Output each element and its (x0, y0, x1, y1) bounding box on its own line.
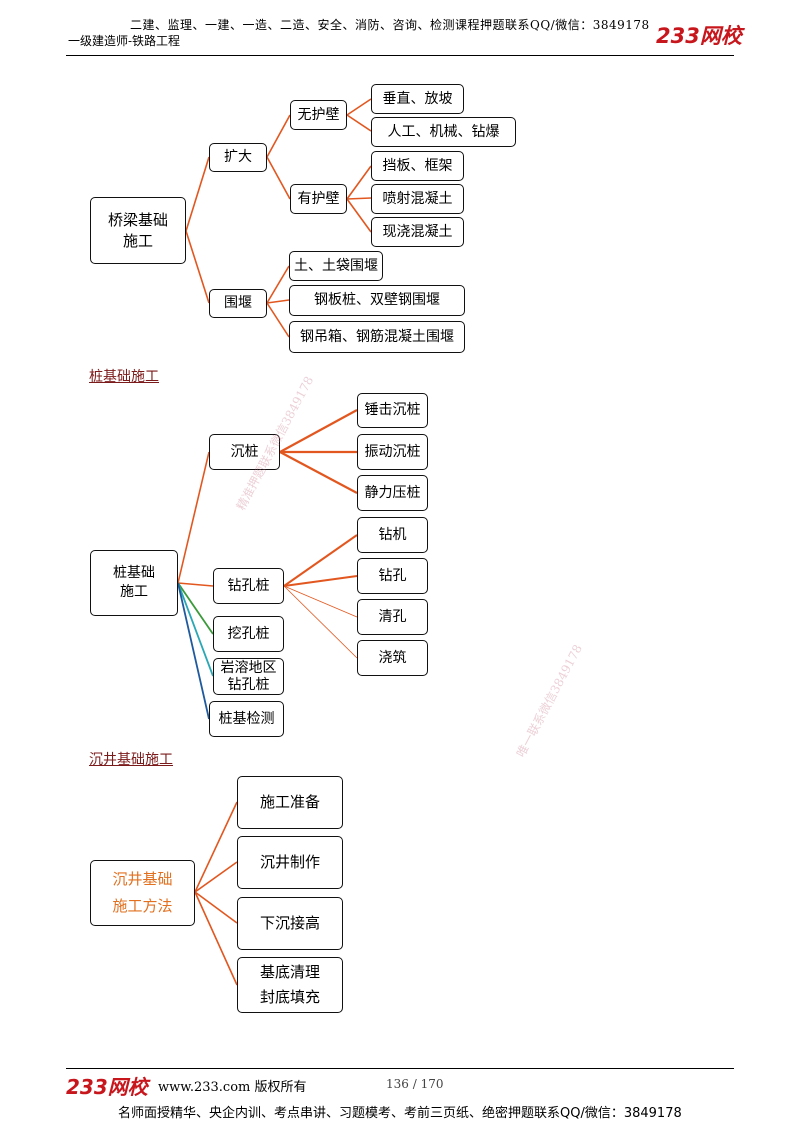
connector (266, 156, 291, 200)
connector (346, 114, 372, 132)
connector (346, 98, 372, 116)
node-wuhubi: 无护壁 (290, 100, 347, 130)
node-label: 钻孔桩 (227, 676, 270, 693)
connector (177, 582, 210, 720)
node-bridge-foundation-root: 桥梁基础 施工 (90, 197, 186, 264)
node-caisson-child: 施工准备 (237, 776, 343, 829)
section-title-pile-foundation: 桩基础施工 (89, 369, 159, 385)
node-caisson-root: 沉井基础 施工方法 (90, 860, 195, 926)
connector (194, 801, 238, 893)
node-chenzhuang-child: 锤击沉桩 (357, 393, 428, 428)
node-caisson-child: 下沉接高 (237, 897, 343, 950)
node-label: 桥梁基础 (107, 211, 168, 230)
connector (185, 230, 210, 304)
node-label: 封底填充 (259, 988, 320, 1006)
node-wakongzhuang: 挖孔桩 (213, 616, 284, 652)
connector (266, 265, 290, 304)
node-label: 桩基础 (113, 565, 155, 582)
connector (283, 575, 358, 587)
header-divider (66, 55, 734, 56)
node-chenzhuang-child: 静力压桩 (357, 475, 428, 511)
section-title-caisson-foundation: 沉井基础施工 (89, 752, 173, 768)
footer-logo: 233网校 (66, 1075, 148, 1099)
connector (194, 891, 238, 986)
node-yanrong: 岩溶地区 钻孔桩 (213, 658, 284, 695)
node-zuankongzhuang: 钻孔桩 (213, 568, 284, 604)
connector (194, 891, 238, 924)
connector (266, 302, 290, 338)
node-caisson-child: 沉井制作 (237, 836, 343, 889)
connector (283, 534, 358, 587)
footer-divider (66, 1068, 734, 1069)
page-number: 136 / 170 (386, 1077, 444, 1091)
connector (279, 409, 358, 453)
connector (266, 299, 290, 304)
node-caisson-child: 基底清理 封底填充 (237, 957, 343, 1013)
node-label: 施工 (122, 231, 153, 250)
node-jiance: 桩基检测 (209, 701, 284, 737)
node-zuankong-child: 浇筑 (357, 640, 428, 676)
connector (185, 156, 210, 232)
footer-site: www.233.com 版权所有 (158, 1080, 307, 1095)
node-weiyan-child: 钢吊箱、钢筋混凝土围堰 (289, 321, 465, 353)
connector (279, 451, 358, 494)
header-subject: 一级建造师-铁路工程 (68, 34, 181, 48)
node-label: 沉井基础 (112, 870, 173, 888)
node-weiyan: 围堰 (209, 289, 267, 318)
connector (177, 582, 214, 587)
node-youhubi-child: 喷射混凝土 (371, 184, 464, 214)
connector (346, 198, 372, 233)
node-weiyan-child: 土、土袋围堰 (289, 251, 383, 281)
node-zuankong-child: 钻孔 (357, 558, 428, 594)
connector (177, 582, 214, 677)
connector (266, 114, 291, 158)
header-logo: 233网校 (656, 24, 742, 48)
node-weiyan-child: 钢板桩、双壁钢围堰 (289, 285, 465, 316)
node-label: 基底清理 (259, 962, 320, 981)
connector (177, 582, 214, 635)
connector (283, 585, 358, 618)
header-contact-line: 二建、监理、一建、一造、二造、安全、消防、咨询、检测课程押题联系QQ/微信：38… (130, 18, 650, 32)
node-kuoda: 扩大 (209, 143, 267, 172)
connector (346, 197, 372, 200)
connector (283, 585, 358, 659)
connector (177, 451, 210, 584)
node-wuhubi-child: 垂直、放坡 (371, 84, 464, 114)
connector (194, 861, 238, 893)
node-pile-foundation-root: 桩基础 施工 (90, 550, 178, 616)
connector (346, 165, 372, 200)
node-zuankong-child: 清孔 (357, 599, 428, 635)
node-zuankong-child: 钻机 (357, 517, 428, 553)
node-chenzhuang-child: 振动沉桩 (357, 434, 428, 470)
node-chenzhuang: 沉桩 (209, 434, 280, 470)
node-youhubi-child: 现浇混凝土 (371, 217, 464, 247)
node-youhubi: 有护壁 (290, 184, 347, 214)
node-label: 施工方法 (112, 897, 173, 915)
footer-contact-line: 名师面授精华、央企内训、考点串讲、习题模考、考前三页纸、绝密押题联系QQ/微信：… (118, 1106, 682, 1121)
node-label: 施工 (120, 584, 148, 600)
node-label: 岩溶地区 (220, 659, 277, 676)
node-wuhubi-child: 人工、机械、钻爆 (371, 117, 516, 147)
node-youhubi-child: 挡板、框架 (371, 151, 464, 181)
